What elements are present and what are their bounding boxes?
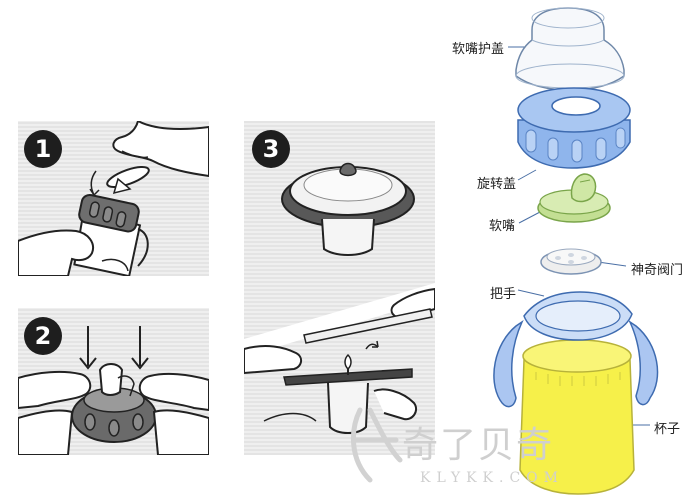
watermark-logo-icon (350, 407, 403, 483)
cap-cover-part (515, 7, 625, 91)
label-spout: 软嘴 (489, 219, 516, 234)
label-cup: 杯子 (654, 422, 681, 437)
cup-part (519, 339, 635, 495)
step-3-panel: 3 (244, 121, 435, 455)
step-number-badge: 2 (24, 317, 62, 355)
spout-part (537, 173, 611, 223)
watermark-sub-text: KLYKK.COM (420, 470, 564, 486)
watermark-main-text: 奇了贝奇 (402, 425, 555, 466)
valve-part (540, 248, 602, 275)
label-handle: 把手 (490, 287, 517, 302)
label-cap-cover: 软嘴护盖 (452, 42, 505, 57)
step-3-illustration (244, 162, 435, 434)
step-1-panel: 1 (18, 121, 209, 276)
step-number-badge: 3 (252, 130, 290, 168)
step-1-illustration (18, 121, 209, 276)
step-number-badge: 1 (24, 130, 62, 168)
watermark: 奇了贝奇 KLYKK.COM (340, 400, 590, 500)
step-2-panel: 2 (18, 308, 209, 455)
screw-ring-part (517, 87, 631, 169)
handle-part (493, 291, 659, 408)
label-screw-ring: 旋转盖 (477, 177, 517, 192)
step-2-illustration (18, 326, 209, 455)
label-valve: 神奇阀门 (631, 263, 684, 278)
